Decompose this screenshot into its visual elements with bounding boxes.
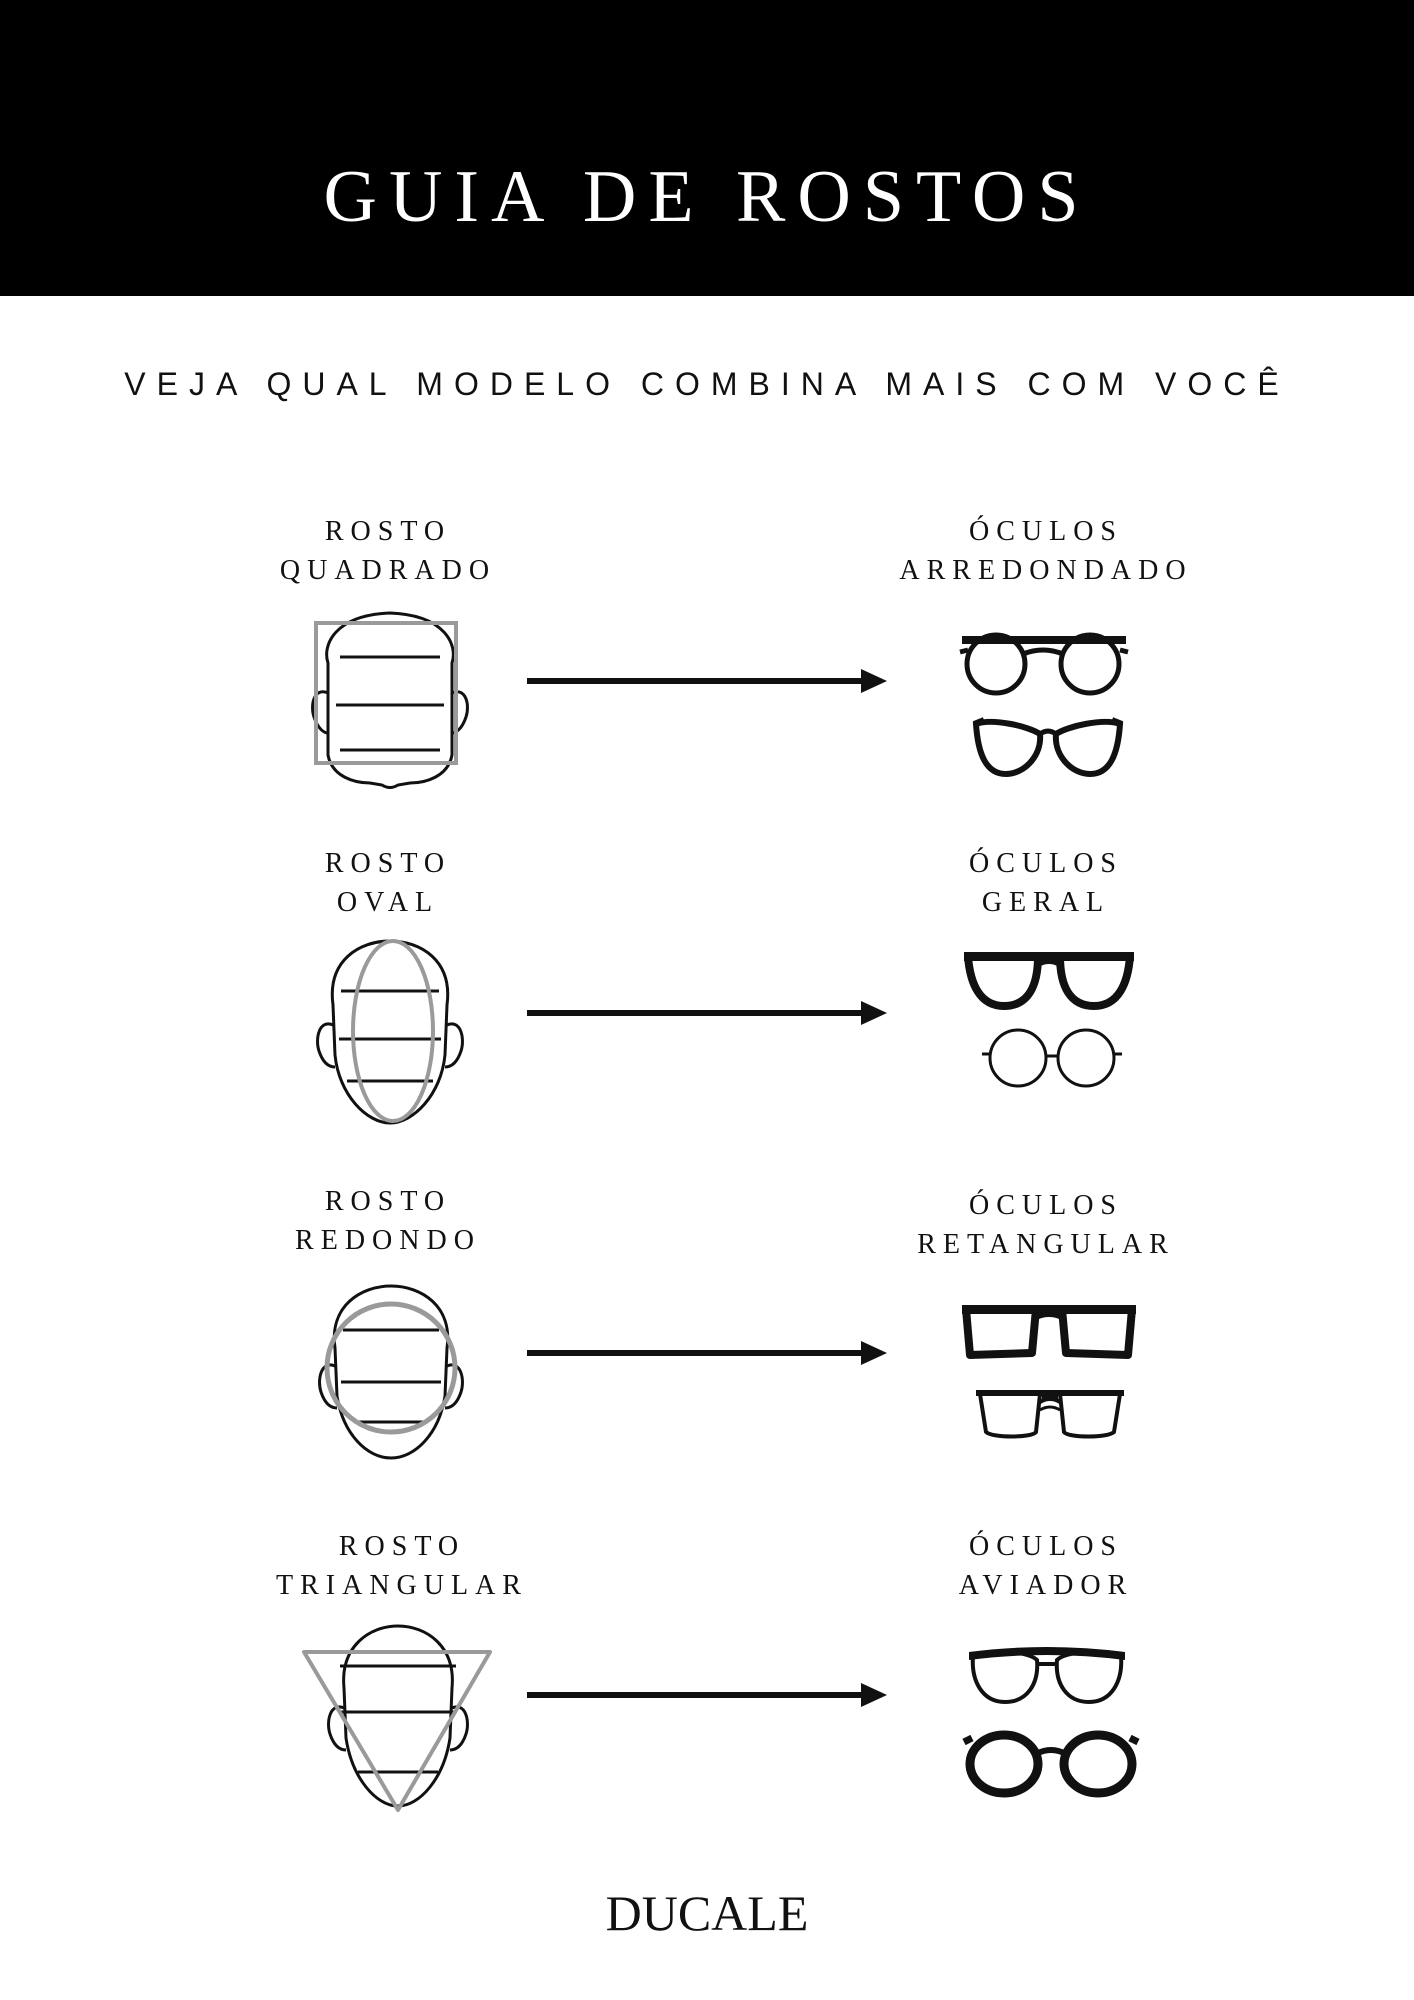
arrow-right-icon <box>527 1341 887 1365</box>
round-glasses-icon <box>959 632 1129 696</box>
thin-round-glasses-icon <box>982 1028 1122 1088</box>
face-label-line2: REDONDO <box>295 1225 481 1256</box>
wayfarer-glasses-icon <box>964 952 1134 1010</box>
brand-logo: DUCALE <box>605 1885 809 1941</box>
face-label-line1: ROSTO <box>338 1531 466 1562</box>
rectangular-glasses-icon <box>962 1305 1136 1359</box>
face-label-4: ROSTO TRIANGULAR <box>192 1527 612 1605</box>
face-label-3: ROSTO REDONDO <box>178 1182 598 1260</box>
page-title: GUIA DE ROSTOS <box>323 156 1091 238</box>
glasses-label-3: ÓCULOS RETANGULAR <box>836 1186 1256 1264</box>
face-label-line1: ROSTO <box>324 1186 452 1217</box>
arrow-right-icon <box>527 1683 887 1707</box>
glasses-label-4: ÓCULOS AVIADOR <box>836 1527 1256 1605</box>
header-banner: GUIA DE ROSTOS <box>0 0 1414 296</box>
glasses-label-line2: AVIADOR <box>958 1570 1134 1601</box>
face-label-line1: ROSTO <box>324 516 452 547</box>
oval-face-icon <box>316 939 464 1125</box>
glasses-label-1: ÓCULOS ARREDONDADO <box>836 512 1256 590</box>
glasses-label-line1: ÓCULOS <box>968 1531 1123 1562</box>
round-face-icon <box>318 1284 464 1460</box>
glasses-label-2: ÓCULOS GERAL <box>836 844 1256 922</box>
glasses-label-line1: ÓCULOS <box>968 1190 1123 1221</box>
face-label-line2: TRIANGULAR <box>276 1570 528 1601</box>
glasses-label-line1: ÓCULOS <box>968 848 1123 879</box>
glasses-label-line2: GERAL <box>981 887 1111 918</box>
aviator-glasses-icon <box>969 1647 1125 1705</box>
page-subtitle: VEJA QUAL MODELO COMBINA MAIS COM VOCÊ <box>124 366 1290 402</box>
triangular-face-icon <box>302 1624 492 1812</box>
glasses-label-line1: ÓCULOS <box>968 516 1123 547</box>
face-label-line1: ROSTO <box>324 848 452 879</box>
face-label-line2: QUADRADO <box>279 555 497 586</box>
face-label-line2: OVAL <box>336 887 440 918</box>
arrow-right-icon <box>527 669 887 693</box>
cat-eye-glasses-icon <box>972 717 1124 778</box>
glasses-label-line2: ARREDONDADO <box>899 555 1193 586</box>
arrow-right-icon <box>527 1001 887 1025</box>
square-face-icon <box>311 611 469 789</box>
face-label-2: ROSTO OVAL <box>178 844 598 922</box>
double-bridge-glasses-icon <box>976 1390 1124 1439</box>
face-label-1: ROSTO QUADRADO <box>178 512 598 590</box>
bold-round-glasses-icon <box>962 1730 1140 1798</box>
glasses-label-line2: RETANGULAR <box>917 1229 1175 1260</box>
